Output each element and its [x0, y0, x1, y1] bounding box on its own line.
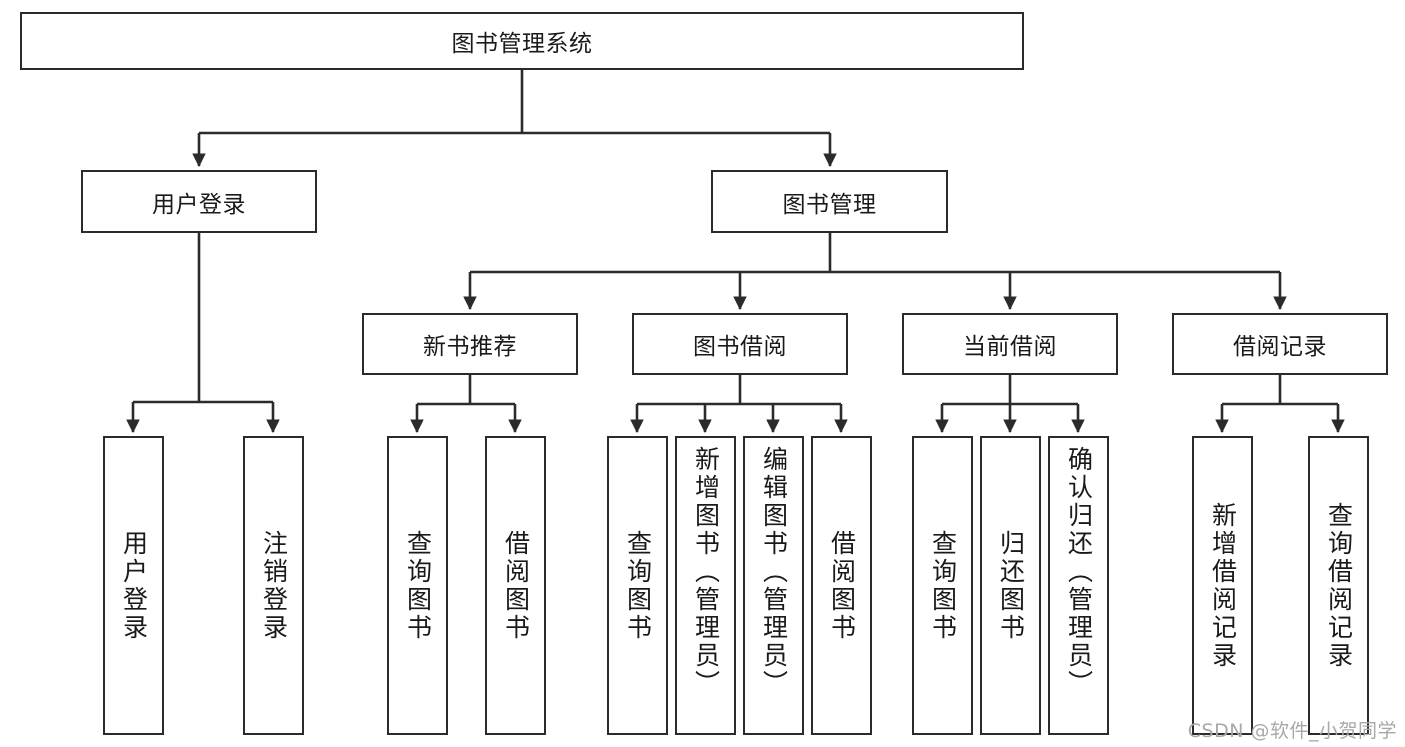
node-user-login-label: 用户登录 [152, 191, 246, 218]
leaf-borrow-query-book[interactable]: 查询图书 [607, 436, 668, 735]
node-current-borrow-label: 当前借阅 [963, 334, 1057, 360]
leaf-user-login-logout-label: 注销登录 [259, 529, 289, 642]
node-new-book-recommend-label: 新书推荐 [423, 334, 517, 360]
node-current-borrow[interactable]: 当前借阅 [902, 313, 1118, 375]
node-borrow-record-label: 借阅记录 [1233, 334, 1327, 360]
csdn-watermark: CSDN @软件_小贺同学 [1187, 720, 1397, 742]
leaf-record-add-label: 新增借阅记录 [1208, 501, 1238, 670]
leaf-new-book-borrow-label: 借阅图书 [501, 529, 531, 642]
leaf-new-book-query-label: 查询图书 [403, 529, 433, 642]
leaf-borrow-borrow-book[interactable]: 借阅图书 [811, 436, 872, 735]
node-book-manage-label: 图书管理 [782, 191, 877, 218]
leaf-record-add[interactable]: 新增借阅记录 [1192, 436, 1253, 735]
node-user-login[interactable]: 用户登录 [81, 170, 317, 233]
leaf-new-book-borrow[interactable]: 借阅图书 [485, 436, 546, 735]
leaf-record-query-label: 查询借阅记录 [1324, 501, 1354, 670]
leaf-borrow-add-book[interactable]: 新增图书（管理员） [675, 436, 736, 735]
node-root-system-label: 图书管理系统 [451, 31, 593, 57]
leaf-borrow-add-book-label: 新增图书（管理员） [691, 446, 721, 698]
leaf-user-login-logout[interactable]: 注销登录 [243, 436, 304, 735]
leaf-new-book-query[interactable]: 查询图书 [387, 436, 448, 735]
node-book-borrow-label: 图书借阅 [693, 334, 787, 360]
leaf-current-confirm-return-label: 确认归还（管理员） [1064, 446, 1094, 698]
leaf-current-query-book-label: 查询图书 [928, 529, 958, 642]
node-book-manage[interactable]: 图书管理 [711, 170, 948, 233]
node-borrow-record[interactable]: 借阅记录 [1172, 313, 1388, 375]
leaf-record-query[interactable]: 查询借阅记录 [1308, 436, 1369, 735]
leaf-borrow-borrow-book-label: 借阅图书 [827, 529, 857, 642]
leaf-user-login-login[interactable]: 用户登录 [103, 436, 164, 735]
leaf-current-return-book-label: 归还图书 [996, 529, 1026, 642]
leaf-user-login-login-label: 用户登录 [119, 529, 149, 642]
node-book-borrow[interactable]: 图书借阅 [632, 313, 848, 375]
leaf-current-query-book[interactable]: 查询图书 [912, 436, 973, 735]
leaf-borrow-edit-book[interactable]: 编辑图书（管理员） [743, 436, 804, 735]
node-root-system[interactable]: 图书管理系统 [20, 12, 1024, 70]
leaf-borrow-edit-book-label: 编辑图书（管理员） [759, 446, 789, 698]
leaf-current-return-book[interactable]: 归还图书 [980, 436, 1041, 735]
node-new-book-recommend[interactable]: 新书推荐 [362, 313, 578, 375]
leaf-current-confirm-return[interactable]: 确认归还（管理员） [1048, 436, 1109, 735]
leaf-borrow-query-book-label: 查询图书 [623, 529, 653, 642]
